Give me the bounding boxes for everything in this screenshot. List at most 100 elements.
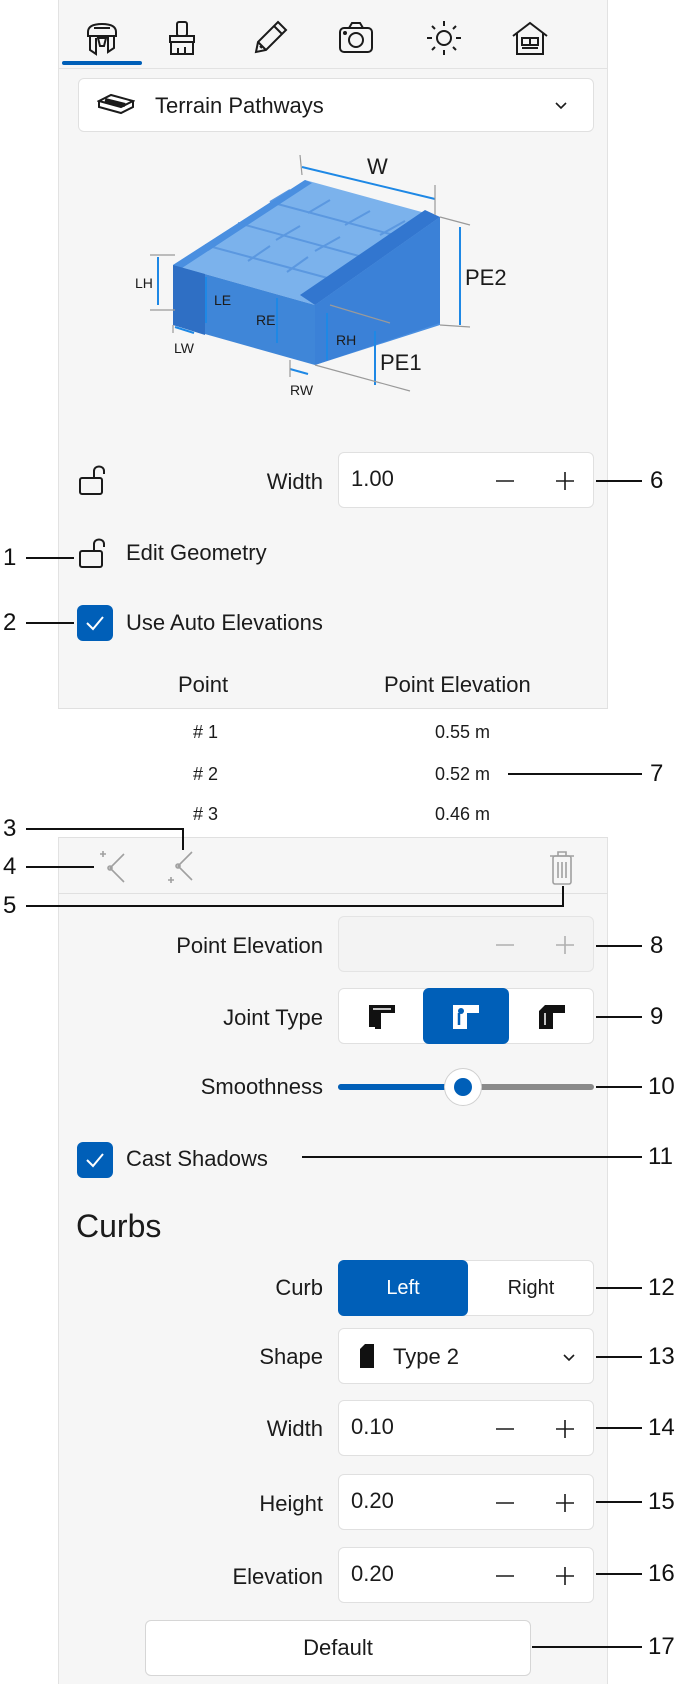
curb-left-button[interactable]: Left (338, 1260, 468, 1316)
elevation-cell: 0.55 m (435, 722, 491, 742)
dim-re: RE (256, 312, 275, 328)
sun-icon (427, 21, 461, 55)
point-cell: # 2 (193, 764, 219, 784)
preset-dropdown[interactable]: Terrain Pathways (78, 78, 594, 132)
curb-height-increment-button[interactable] (545, 1483, 585, 1523)
width-numberbox[interactable]: 1.00 (338, 452, 594, 508)
curb-height-label: Height (259, 1491, 323, 1516)
chevron-down-icon (563, 1354, 575, 1362)
curb-elevation-increment-button[interactable] (545, 1556, 585, 1596)
callout-line-2 (26, 622, 74, 624)
curb-height-decrement-button[interactable] (485, 1483, 525, 1523)
table-row[interactable]: # 2 0.52 m (58, 762, 608, 800)
point-elevation-decrement-button[interactable] (485, 925, 525, 965)
plus-icon (556, 1494, 574, 1512)
callout-line-5 (26, 905, 564, 907)
curb-width-numberbox[interactable]: 0.10 (338, 1400, 594, 1456)
lock-open-icon[interactable] (78, 462, 114, 498)
default-button[interactable]: Default (145, 1620, 531, 1676)
plus-icon (556, 1567, 574, 1585)
callout-line-11 (302, 1156, 642, 1158)
dim-pe1: PE1 (380, 350, 422, 375)
paint-tab[interactable] (142, 10, 222, 66)
pathway-tools-tab[interactable] (62, 10, 142, 66)
joint-round-button[interactable] (423, 988, 509, 1044)
curb-width-label: Width (266, 1416, 323, 1441)
elevation-cell: 0.46 m (435, 804, 491, 824)
callout-line-10 (596, 1086, 642, 1088)
auto-elevations-label: Use Auto Elevations (126, 610, 323, 635)
point-column-header[interactable]: Point (178, 672, 229, 697)
width-value: 1.00 (351, 466, 394, 491)
lighting-tab[interactable] (404, 10, 484, 66)
callout-14: 14 (648, 1414, 675, 1441)
minus-icon (496, 480, 514, 482)
width-increment-button[interactable] (545, 461, 585, 501)
width-decrement-button[interactable] (485, 461, 525, 501)
minus-icon (496, 1575, 514, 1577)
curb-right-button[interactable]: Right (507, 1276, 555, 1299)
joint-miter-button[interactable] (340, 988, 424, 1044)
house-icon (512, 21, 548, 55)
right-curb-top (300, 210, 440, 305)
shape-value: Type 2 (393, 1344, 460, 1369)
callout-line-8 (596, 945, 642, 947)
table-row[interactable]: # 3 0.46 m (58, 802, 608, 840)
camera-tab[interactable] (316, 10, 396, 66)
cast-shadows-label: Cast Shadows (126, 1146, 268, 1171)
paint-brush-icon (169, 21, 195, 55)
shape-dropdown[interactable]: Type 2 (338, 1328, 594, 1384)
joint-bevel-button[interactable] (510, 988, 594, 1044)
point-elevation-label: Point Elevation (176, 933, 323, 958)
minus-icon (496, 944, 514, 946)
delete-icon[interactable] (548, 850, 576, 886)
curb-width-decrement-button[interactable] (485, 1409, 525, 1449)
elevation-column-header[interactable]: Point Elevation (384, 672, 531, 697)
edit-tab[interactable] (230, 10, 310, 66)
curb-width-increment-button[interactable] (545, 1409, 585, 1449)
callout-6: 6 (650, 467, 664, 494)
callout-12: 12 (648, 1274, 675, 1301)
callout-3: 3 (3, 815, 17, 842)
auto-elevations-checkbox[interactable] (77, 605, 113, 641)
active-tab-indicator (62, 61, 142, 65)
shape-label: Shape (259, 1344, 323, 1369)
minus-icon (496, 1428, 514, 1430)
callout-line-13 (596, 1356, 642, 1358)
callout-line-3 (26, 828, 184, 830)
insert-point-before-icon[interactable] (98, 850, 128, 884)
callout-9: 9 (650, 1003, 664, 1030)
point-cell: # 3 (193, 804, 219, 824)
curb-width-value: 0.10 (351, 1414, 394, 1439)
point-cell: # 1 (193, 722, 219, 742)
building-tab[interactable] (490, 10, 570, 66)
point-elevation-increment-button[interactable] (545, 925, 585, 965)
curb-label: Curb (275, 1275, 323, 1300)
curb-shape-icon (360, 1344, 374, 1368)
curb-elevation-numberbox[interactable]: 0.20 (338, 1547, 594, 1603)
point-elevation-numberbox[interactable] (338, 916, 594, 972)
curb-elevation-decrement-button[interactable] (485, 1556, 525, 1596)
curb-height-numberbox[interactable]: 0.20 (338, 1474, 594, 1530)
joint-type-label: Joint Type (223, 1005, 323, 1030)
table-row[interactable]: # 1 0.55 m (58, 720, 608, 758)
insert-point-after-icon[interactable] (166, 850, 196, 884)
lock-open-icon[interactable] (78, 535, 114, 571)
callout-16: 16 (648, 1560, 675, 1587)
dim-pe2: PE2 (465, 265, 507, 290)
checkmark-icon (86, 616, 104, 631)
callout-line-6 (596, 480, 642, 482)
tab-divider (58, 68, 608, 69)
left-curb-face (173, 265, 205, 335)
pathway-diagram: W PE2 PE1 LH LE RE RH LW RW (135, 155, 507, 398)
cast-shadows-checkbox[interactable] (77, 1142, 113, 1178)
toolbar-divider (58, 893, 608, 894)
width-label: Width (266, 469, 323, 494)
edit-geometry-label[interactable]: Edit Geometry (126, 540, 267, 565)
smoothness-thumb[interactable] (444, 1068, 483, 1106)
dim-rh: RH (336, 332, 356, 348)
pencil-edit-icon (254, 20, 288, 54)
callout-line-7 (508, 773, 642, 775)
callout-line-17 (532, 1646, 642, 1648)
callout-line-15 (596, 1501, 642, 1503)
